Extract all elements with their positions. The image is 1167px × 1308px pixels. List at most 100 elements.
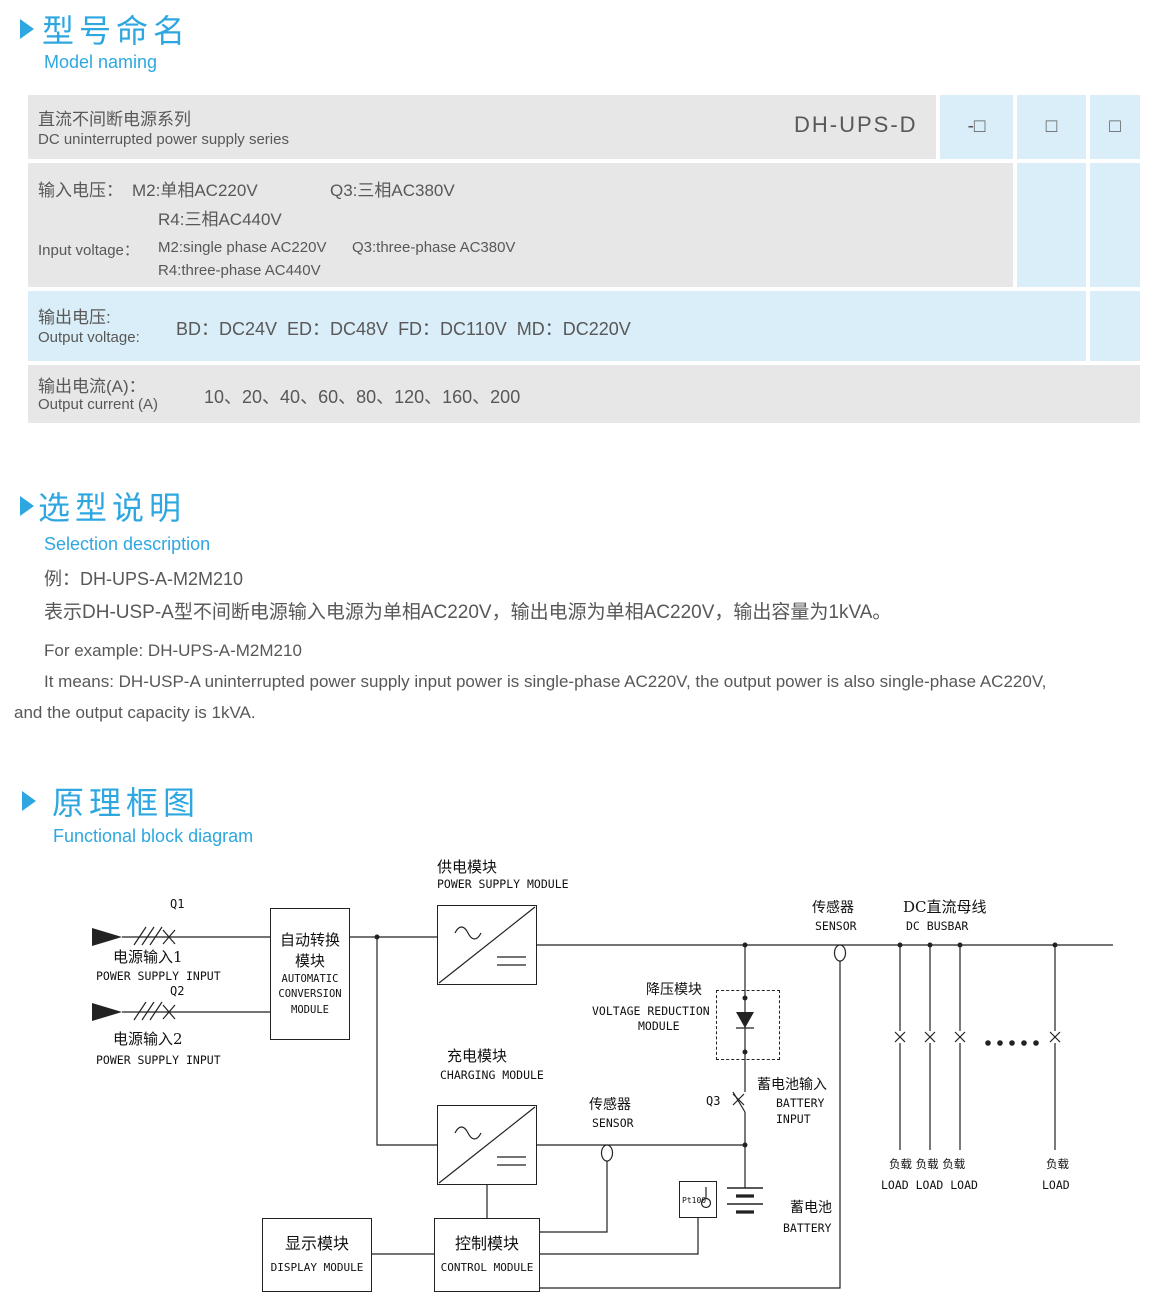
series-cell: 直流不间断电源系列 DC uninterrupted power supply …	[28, 95, 936, 159]
battery-input-label-en1: BATTERY	[776, 1096, 825, 1110]
input-voltage-m2-zh: M2:单相AC220V	[132, 181, 258, 200]
charger-converter-icon	[438, 1106, 536, 1184]
input-voltage-q3-en: Q3:three-phase AC380V	[352, 239, 516, 256]
charging-module-label-en: CHARGING MODULE	[440, 1068, 544, 1082]
diode-icon	[736, 1012, 754, 1028]
section1-subtitle: Model naming	[44, 52, 158, 72]
battery-label-zh: 蓄电池	[790, 1200, 832, 1216]
selection-desc-zh: 表示DH-USP-A型不间断电源输入电源为单相AC220V，输出电源为单相AC2…	[44, 602, 892, 623]
q3-label: Q3	[706, 1094, 721, 1108]
input2-label-zh: 电源输入2	[113, 1030, 183, 1048]
battery-label-en: BATTERY	[783, 1221, 832, 1235]
charger-sensor-icon	[600, 1144, 614, 1162]
load-feeders	[894, 942, 1061, 1150]
pt100-label: Pt100	[682, 1196, 707, 1205]
series-name-en: DC uninterrupted power supply series	[38, 131, 289, 148]
auto-conversion-label-en1: AUTOMATIC	[281, 973, 339, 986]
q3-switch-icon	[732, 1091, 746, 1113]
selection-desc-en-line2: and the output capacity is 1kVA.	[14, 703, 256, 722]
voltage-reduction-label-en2: MODULE	[638, 1019, 680, 1033]
model-code: DH-UPS-D	[794, 112, 918, 137]
input2-label-en: POWER SUPPLY INPUT	[96, 1053, 221, 1067]
bus-sensor-label-zh: 传感器	[812, 900, 854, 916]
output-current-cell	[28, 365, 1140, 423]
display-module-label-zh: 显示模块	[284, 1234, 349, 1254]
table-row-series: 直流不间断电源系列 DC uninterrupted power supply …	[28, 95, 1140, 159]
power-supply-module-box	[437, 905, 537, 985]
input1-label-en: POWER SUPPLY INPUT	[96, 969, 221, 983]
section2-title: 选型说明	[38, 490, 187, 526]
model-box-1: -□	[940, 95, 1013, 159]
output-voltage-value: BD：DC24V ED：DC48V FD：DC110V MD：DC220V	[176, 319, 631, 339]
input-voltage-q3-zh: Q3:三相AC380V	[330, 181, 455, 200]
loads-label-en: LOAD LOAD LOAD	[881, 1178, 978, 1192]
charging-module-box	[437, 1105, 537, 1185]
input-voltage-r4-zh: R4:三相AC440V	[158, 210, 282, 229]
voltage-reduction-label-zh: 降压模块	[646, 982, 702, 998]
selection-example-en: For example: DH-UPS-A-M2M210	[44, 641, 302, 660]
charger-sensor-label-en: SENSOR	[592, 1116, 634, 1130]
output-current-label-en: Output current (A)	[38, 396, 159, 413]
display-module-label-en: DISPLAY MODULE	[270, 1260, 364, 1274]
voltage-reduction-module-box	[716, 990, 780, 1060]
auto-conversion-label-en2: CONVERSION	[278, 988, 342, 1001]
section3-subtitle: Functional block diagram	[53, 826, 254, 846]
column-band-3b	[1090, 291, 1140, 361]
column-band-2	[1017, 163, 1086, 287]
output-voltage-cell	[28, 291, 1086, 361]
table-row-input-voltage: 输入电压： M2:单相AC220V Q3:三相AC380V R4:三相AC440…	[28, 163, 1140, 287]
battery-icon	[727, 1187, 763, 1214]
battery-input-label-zh: 蓄电池输入	[757, 1077, 827, 1093]
output-voltage-label-en: Output voltage:	[38, 329, 140, 346]
dc-busbar-label-en: DC BUSBAR	[906, 919, 969, 933]
input1-label-zh: 电源输入1	[113, 948, 183, 966]
input-voltage-label-en: Input voltage：	[38, 242, 139, 259]
model-box-2: □	[1017, 95, 1086, 159]
selection-desc-en-line1: It means: DH-USP-A uninterrupted power s…	[44, 672, 1047, 691]
section2-marker-icon	[20, 496, 34, 516]
power-input2-arrow-icon	[92, 1003, 122, 1021]
table-row-output-current: 输出电流(A)： Output current (A) 10、20、40、60、…	[28, 365, 1140, 423]
section3-marker-icon	[22, 791, 36, 811]
section2-subtitle: Selection description	[44, 534, 211, 554]
output-voltage-label-zh: 输出电压:	[38, 308, 111, 327]
auto-conversion-module-box: 自动转换 模块 AUTOMATIC CONVERSION MODULE	[270, 908, 350, 1040]
control-module-label-en: CONTROL MODULE	[440, 1260, 534, 1274]
power-input1-arrow-icon	[92, 928, 122, 946]
power-module-label-zh: 供电模块	[437, 858, 498, 876]
loads-label-zh: 负载 负载 负载	[889, 1157, 966, 1171]
load-right-label-zh: 负载	[1046, 1157, 1069, 1171]
input-voltage-m2-en: M2:single phase AC220V	[158, 239, 327, 256]
input-voltage-r4-en: R4:three-phase AC440V	[158, 262, 321, 279]
table-row-output-voltage: 输出电压: Output voltage: BD：DC24V ED：DC48V …	[28, 291, 1140, 361]
charger-sensor-label-zh: 传感器	[589, 1097, 631, 1113]
input-voltage-label-zh: 输入电压：	[38, 181, 123, 200]
section1-marker-icon	[20, 19, 34, 39]
series-name-zh: 直流不间断电源系列	[38, 110, 191, 129]
load-right-label-en: LOAD	[1042, 1178, 1070, 1192]
pt100-box	[679, 1181, 717, 1218]
q1-label: Q1	[170, 897, 185, 911]
charging-module-label-zh: 充电模块	[447, 1047, 508, 1065]
input-voltage-cell	[28, 163, 1013, 287]
model-naming-table: 直流不间断电源系列 DC uninterrupted power supply …	[28, 95, 1140, 423]
section3-title: 原理框图	[52, 785, 201, 821]
model-box-3: □	[1090, 95, 1140, 159]
q2-label: Q2	[170, 984, 185, 998]
output-current-label-zh: 输出电流(A)：	[38, 377, 146, 396]
control-module-box: 控制模块 CONTROL MODULE	[434, 1218, 540, 1292]
display-module-box: 显示模块 DISPLAY MODULE	[262, 1218, 372, 1292]
auto-conversion-label-zh2: 模块	[294, 951, 325, 970]
dc-busbar-label-zh: DC直流母线	[903, 898, 987, 916]
pt100-probe-icon	[700, 1197, 712, 1209]
acdc-converter-icon	[438, 906, 536, 984]
column-band-3	[1090, 163, 1140, 287]
bus-sensor-icon	[833, 944, 847, 962]
battery-input-label-en2: INPUT	[776, 1112, 811, 1126]
more-feeders-dots-icon	[985, 1040, 1039, 1046]
auto-conversion-label-en3: MODULE	[291, 1003, 329, 1016]
power-module-label-en: POWER SUPPLY MODULE	[437, 877, 569, 891]
bus-sensor-label-en: SENSOR	[815, 919, 857, 933]
